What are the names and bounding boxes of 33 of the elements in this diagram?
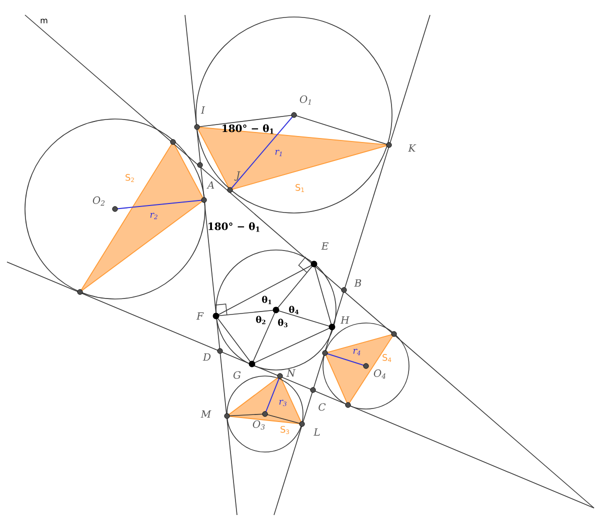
radius-label: r$_{1}$ bbox=[275, 150, 282, 156]
point-label: O$_{2}$ bbox=[92, 196, 105, 206]
point-label: G bbox=[233, 371, 241, 379]
area-label: S$_{1}$ bbox=[296, 184, 304, 192]
point-label: O$_{3}$ bbox=[252, 420, 265, 430]
point-label: J bbox=[234, 171, 240, 181]
point-label: E bbox=[321, 242, 328, 250]
line-label: m bbox=[40, 18, 48, 24]
point-label: C bbox=[318, 403, 326, 411]
area-label: S$_{3}$ bbox=[280, 426, 290, 434]
radius-label: r$_{4}$ bbox=[353, 348, 360, 356]
point-label: N bbox=[286, 369, 296, 377]
point-label: M bbox=[200, 410, 212, 418]
point-label: H bbox=[340, 316, 350, 324]
angle-label: θ$_{2}$ bbox=[256, 316, 266, 324]
point-label: D bbox=[202, 353, 211, 361]
point-label: A bbox=[206, 181, 214, 189]
point-label: O$_{1}$ bbox=[300, 95, 311, 105]
point-label: F bbox=[196, 312, 204, 320]
angle-label: θ$_{4}$ bbox=[289, 306, 299, 314]
angle-label: θ$_{1}$ bbox=[262, 296, 272, 304]
area-label: S$_{2}$ bbox=[126, 174, 134, 182]
point-label: B bbox=[354, 279, 362, 287]
radius-label: r$_{2}$ bbox=[150, 212, 158, 220]
point-label: K bbox=[408, 144, 416, 152]
point-label: L bbox=[314, 428, 320, 436]
angle-label: 180° − θ$_{1}$ bbox=[222, 124, 274, 134]
area-label: S$_{4}$ bbox=[382, 354, 392, 362]
point-label: O$_{4}$ bbox=[374, 369, 386, 379]
radius-label: r$_{3}$ bbox=[279, 400, 286, 406]
angle-label: θ$_{3}$ bbox=[278, 318, 288, 328]
point-label: I bbox=[200, 106, 206, 114]
angle-label: 180° − θ$_{1}$ bbox=[208, 222, 260, 232]
